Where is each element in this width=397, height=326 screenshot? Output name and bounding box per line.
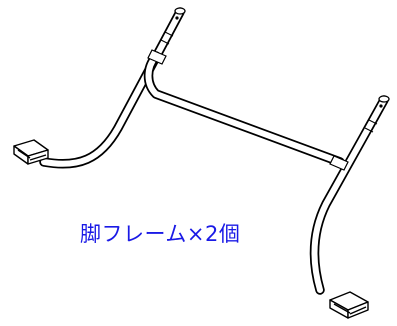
adjustment-hole-icon (379, 104, 383, 108)
cross-bar-tube (149, 56, 341, 162)
left-sleeve-lines (160, 31, 174, 45)
right-top-end-cap (378, 95, 390, 108)
left-joint-collar (147, 49, 167, 65)
left-foot-pad (13, 139, 49, 165)
adjustment-hole-icon (175, 16, 179, 20)
right-sleeve-lines (364, 119, 378, 133)
left-top-end-cap (174, 7, 186, 20)
right-foot-pad (329, 291, 369, 319)
left-leg-tube (44, 12, 180, 164)
right-leg-tube (315, 100, 384, 290)
right-joint-collar (329, 155, 349, 171)
part-caption: 脚フレーム×2個 (80, 222, 241, 246)
